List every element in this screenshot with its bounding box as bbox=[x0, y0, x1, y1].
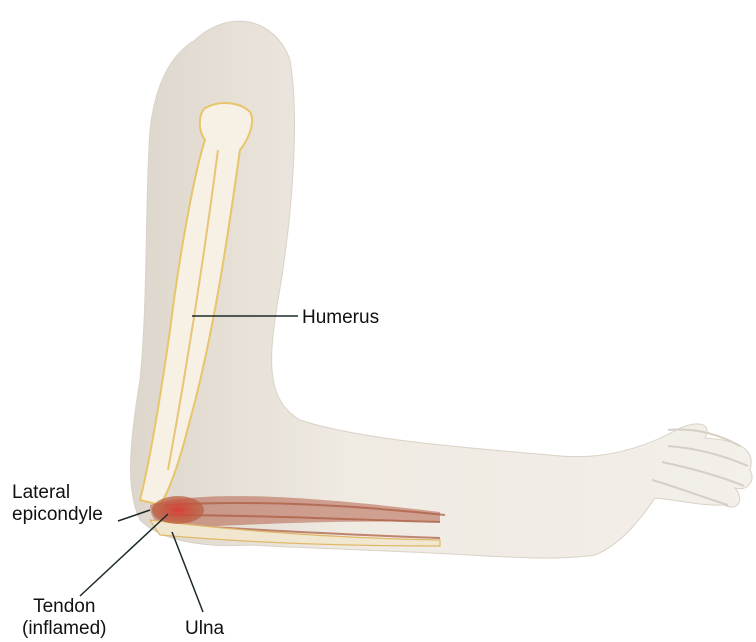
arm-silhouette bbox=[131, 21, 752, 558]
humerus-label: Humerus bbox=[302, 307, 379, 329]
inflamed-tendon bbox=[152, 496, 204, 524]
tendon-leader-line bbox=[80, 514, 168, 596]
tendon-label: Tendon (inflamed) bbox=[22, 596, 106, 640]
ulna-label: Ulna bbox=[185, 618, 224, 640]
lateral-epicondyle-label: Lateral epicondyle bbox=[12, 482, 103, 526]
